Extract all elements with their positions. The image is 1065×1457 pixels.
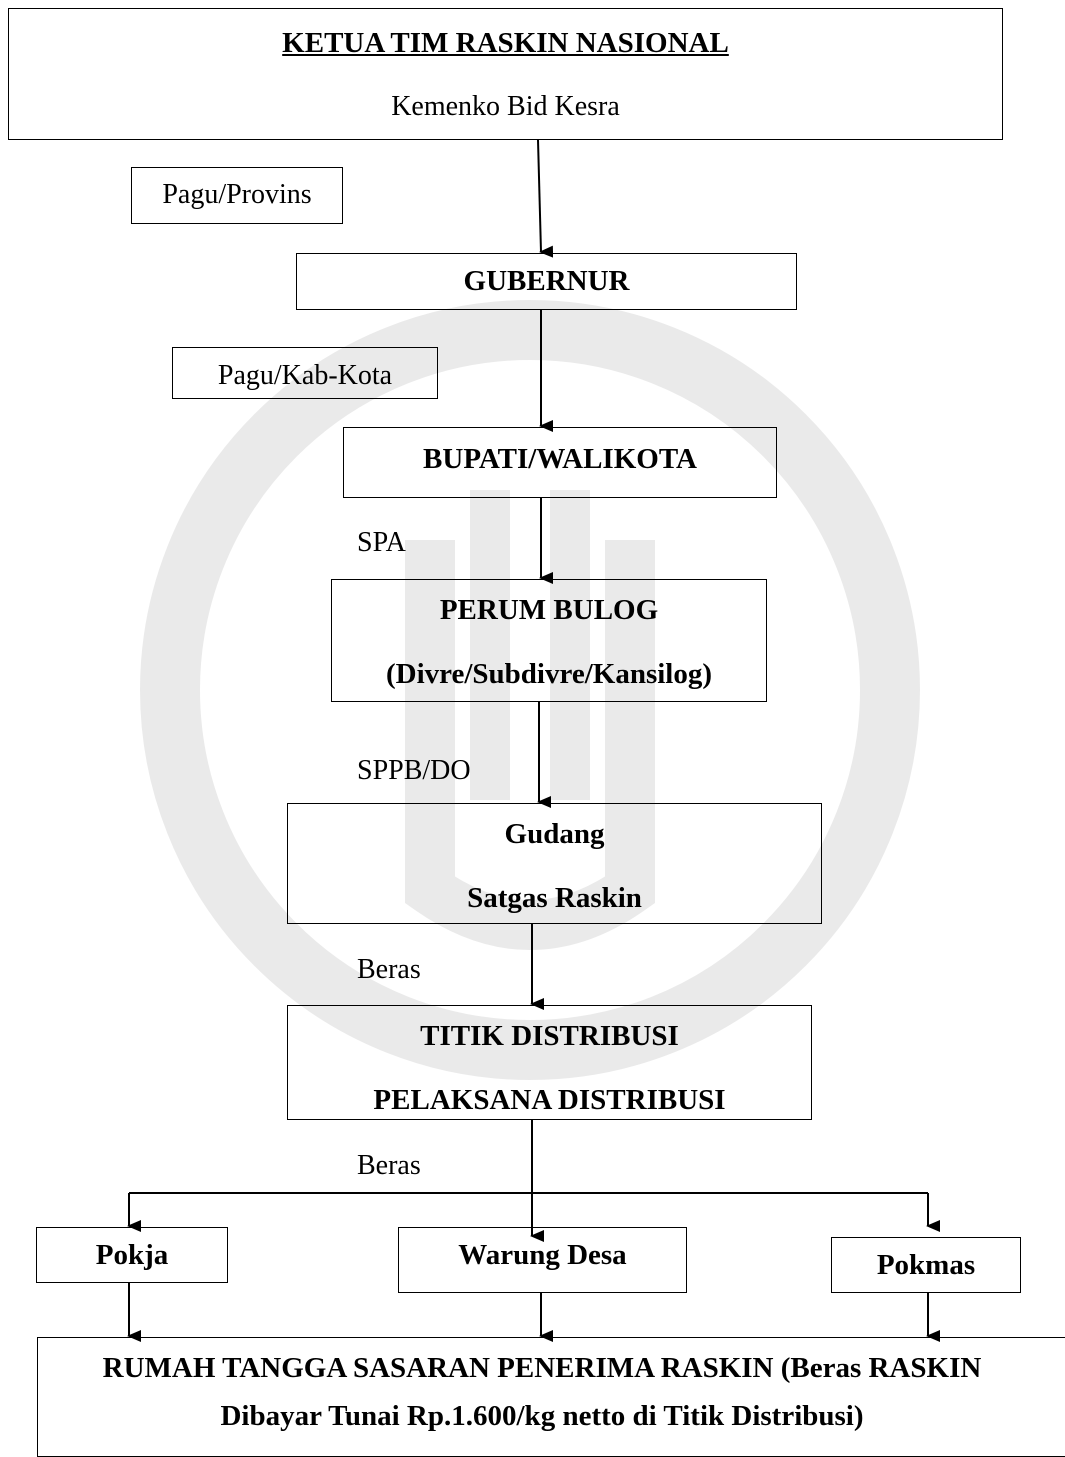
university-seal-watermark xyxy=(140,300,920,1080)
node-gubernur-title: GUBERNUR xyxy=(463,265,630,297)
arrow-ketua-to-gubernur xyxy=(537,139,554,258)
node-bupati-title: BUPATI/WALIKOTA xyxy=(423,443,697,475)
node-bulog-line2: (Divre/Subdivre/Kansilog) xyxy=(385,658,713,690)
node-warung-desa: Warung Desa xyxy=(398,1227,687,1293)
edge-label-beras-2: Beras xyxy=(357,1150,421,1181)
node-pokmas: Pokmas xyxy=(831,1237,1021,1293)
edge-label-beras-1: Beras xyxy=(357,954,421,985)
node-warung-title: Warung Desa xyxy=(458,1239,627,1271)
node-gudang-satgas: Gudang Satgas Raskin xyxy=(287,803,822,924)
node-ketua: KETUA TIM RASKIN NASIONAL Kemenko Bid Ke… xyxy=(8,8,1003,140)
side-box-pagu-kab-kota: Pagu/Kab-Kota xyxy=(172,347,438,399)
node-pokmas-title: Pokmas xyxy=(876,1249,976,1281)
node-ketua-subtitle: Kemenko Bid Kesra xyxy=(391,91,620,122)
side-box-pagu-provins: Pagu/Provins xyxy=(131,167,343,224)
node-titik-line1: TITIK DISTRIBUSI xyxy=(420,1020,679,1052)
node-rumah-tangga-sasaran: RUMAH TANGGA SASARAN PENERIMA RASKIN (Be… xyxy=(37,1337,1065,1457)
node-rumah-line1: RUMAH TANGGA SASARAN PENERIMA RASKIN (Be… xyxy=(102,1352,982,1384)
edge-label-sppb-do: SPPB/DO xyxy=(357,755,471,786)
node-rumah-line2: Dibayar Tunai Rp.1.600/kg netto di Titik… xyxy=(220,1400,864,1432)
node-pokja: Pokja xyxy=(36,1227,228,1283)
node-gubernur: GUBERNUR xyxy=(296,253,797,310)
node-titik-line2: PELAKSANA DISTRIBUSI xyxy=(373,1084,726,1116)
side-box-pagu-kab-kota-label: Pagu/Kab-Kota xyxy=(217,360,393,391)
node-perum-bulog: PERUM BULOG (Divre/Subdivre/Kansilog) xyxy=(331,579,767,702)
node-bupati-walikota: BUPATI/WALIKOTA xyxy=(343,427,777,498)
node-titik-distribusi: TITIK DISTRIBUSI PELAKSANA DISTRIBUSI xyxy=(287,1005,812,1120)
edge-label-spa: SPA xyxy=(357,527,406,558)
side-box-pagu-provins-label: Pagu/Provins xyxy=(162,179,312,210)
node-pokja-title: Pokja xyxy=(95,1239,169,1271)
node-gudang-line1: Gudang xyxy=(504,818,605,850)
node-ketua-title: KETUA TIM RASKIN NASIONAL xyxy=(282,27,729,59)
node-bulog-line1: PERUM BULOG xyxy=(439,594,659,626)
node-gudang-line2: Satgas Raskin xyxy=(467,882,642,914)
